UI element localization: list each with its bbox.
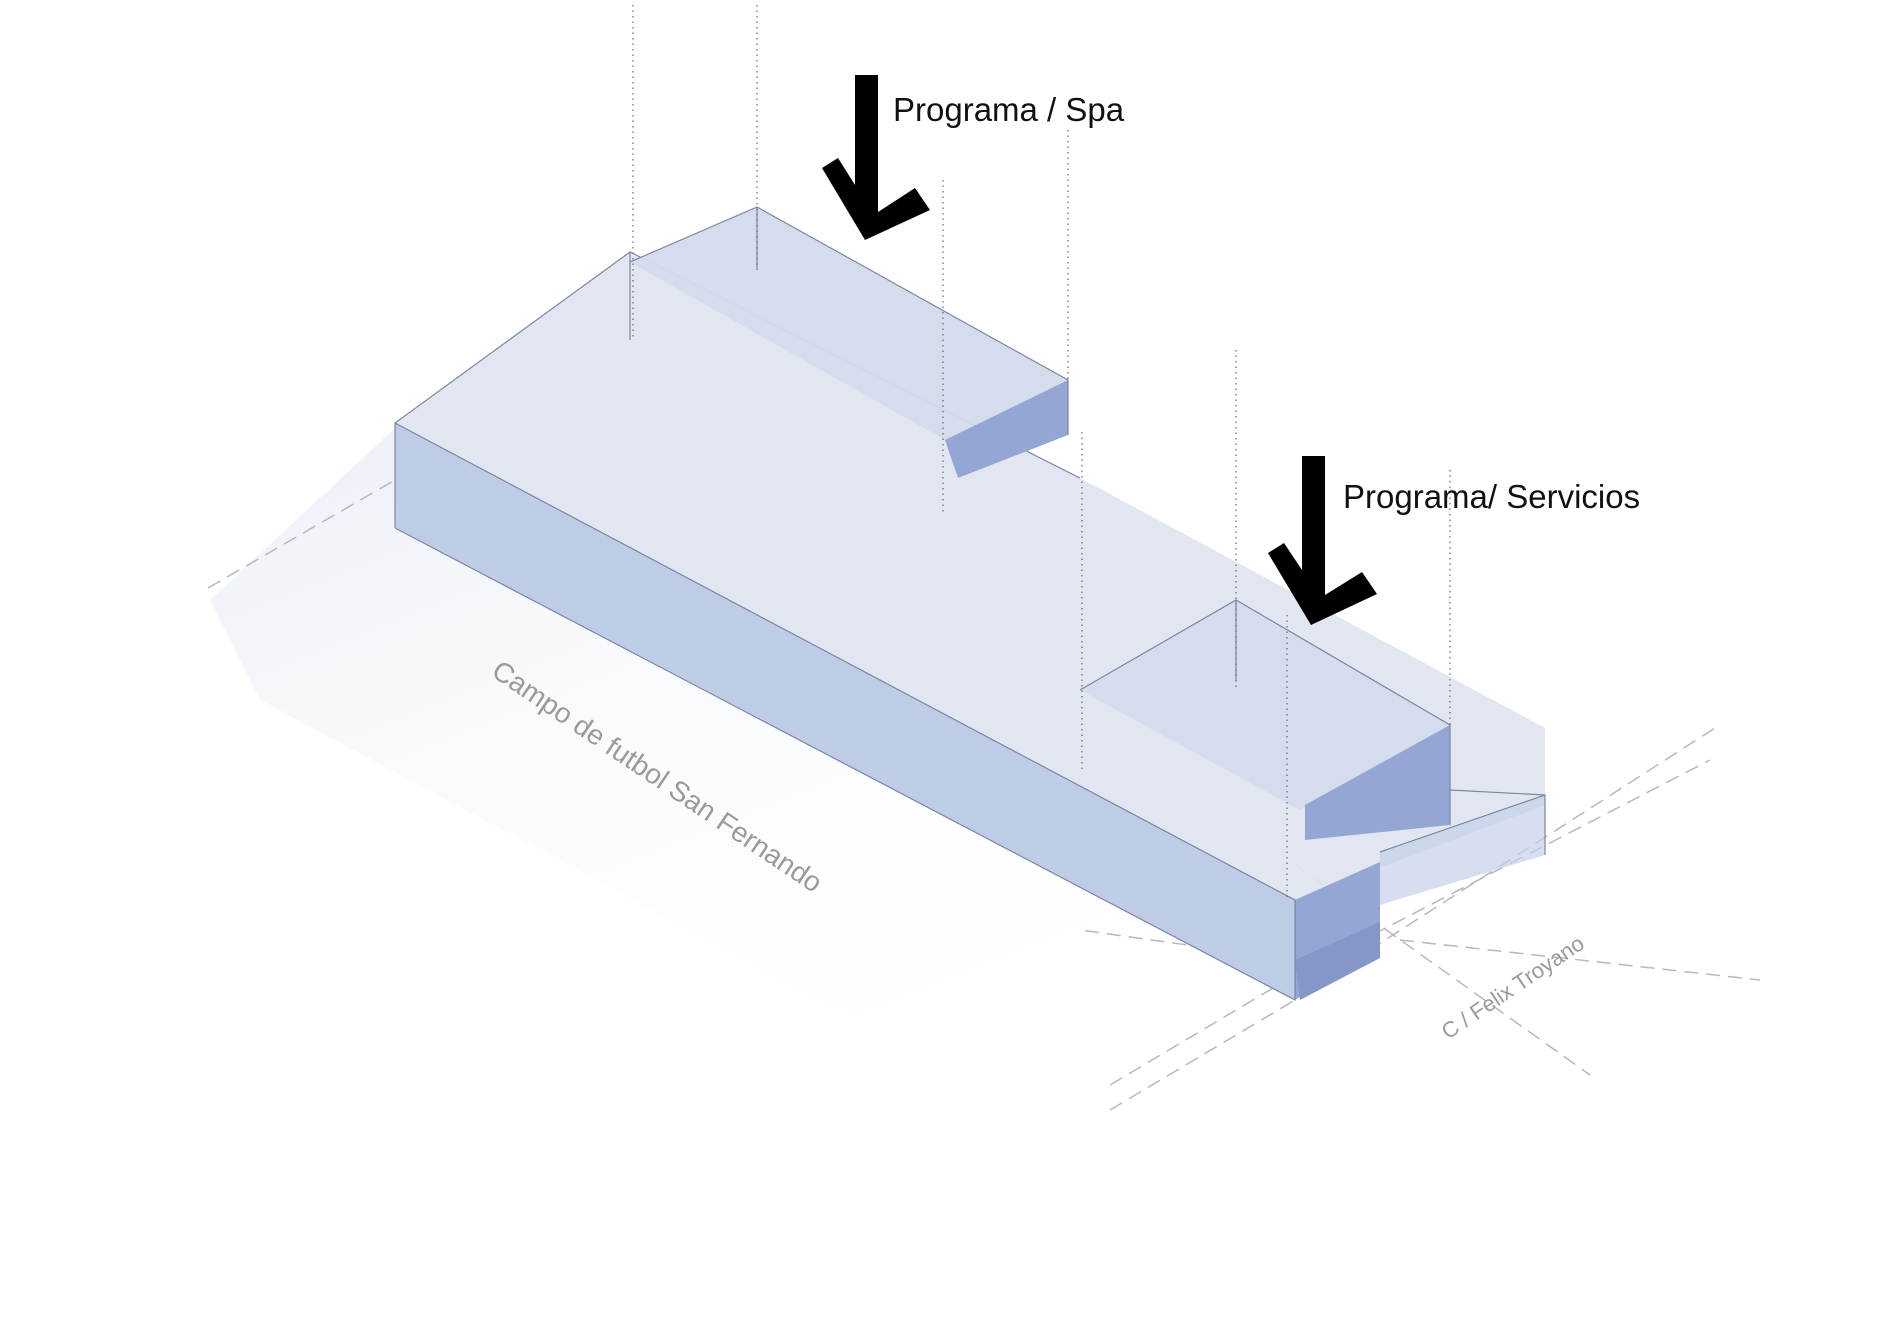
services-volume <box>1079 599 1451 840</box>
main-slab-front <box>395 423 1295 1000</box>
site-ground-plane <box>210 428 1295 1150</box>
down-arrow-icon <box>1268 456 1377 625</box>
spa-label: Programa / Spa <box>893 91 1125 128</box>
spa-volume <box>629 206 1069 478</box>
services-label: Programa/ Servicios <box>1343 478 1640 515</box>
street-label: C / Felix Troyano <box>1437 930 1589 1044</box>
services-box-end <box>1305 725 1450 840</box>
spa-box-end <box>945 380 1068 478</box>
underside-step <box>1295 922 1380 1000</box>
services-box-top <box>1080 600 1450 810</box>
down-arrow-icon <box>822 75 930 240</box>
spa-box-top <box>630 207 1068 440</box>
projection-lines <box>632 5 1451 900</box>
entrance-canopy <box>1379 789 1546 905</box>
